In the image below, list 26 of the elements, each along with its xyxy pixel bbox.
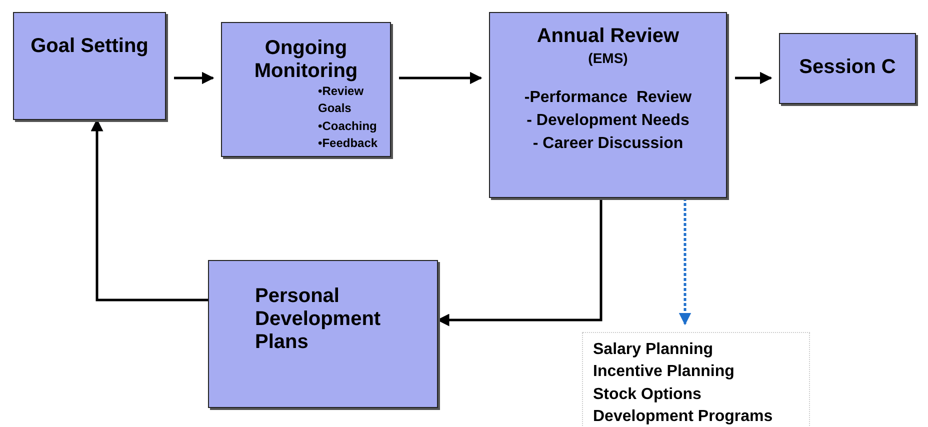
arrow [399,72,482,84]
box-title: Session C [798,56,897,79]
box-title: Ongoing Monitoring [253,37,359,83]
bullet-item: •Coaching [318,118,378,135]
box-title: Personal Development Plans [254,285,382,354]
arrow [735,72,772,84]
bullet-item: •Feedback [318,135,379,152]
box-title: Annual Review [536,25,680,48]
dotted-arrow [678,198,692,326]
process-box [221,22,391,157]
process-box [208,260,438,408]
list-item: Stock Options [593,384,702,405]
arrow [174,72,214,84]
box-subtitle: (EMS) [587,50,629,66]
list-item: Salary Planning [593,340,714,360]
process-box [489,12,727,198]
box-title: Goal Setting [30,35,150,58]
bullet-item: - Career Discussion [532,134,684,154]
bullet-item: -Performance Review [523,88,693,108]
process-box [13,12,166,120]
bullet-item: •Review Goals [318,83,365,118]
list-item: Incentive Planning [593,362,736,382]
process-box [779,33,916,104]
bullet-item: - Development Needs [526,111,690,132]
list-item: Development Programs [593,407,774,427]
outcome-list-box [582,332,810,427]
